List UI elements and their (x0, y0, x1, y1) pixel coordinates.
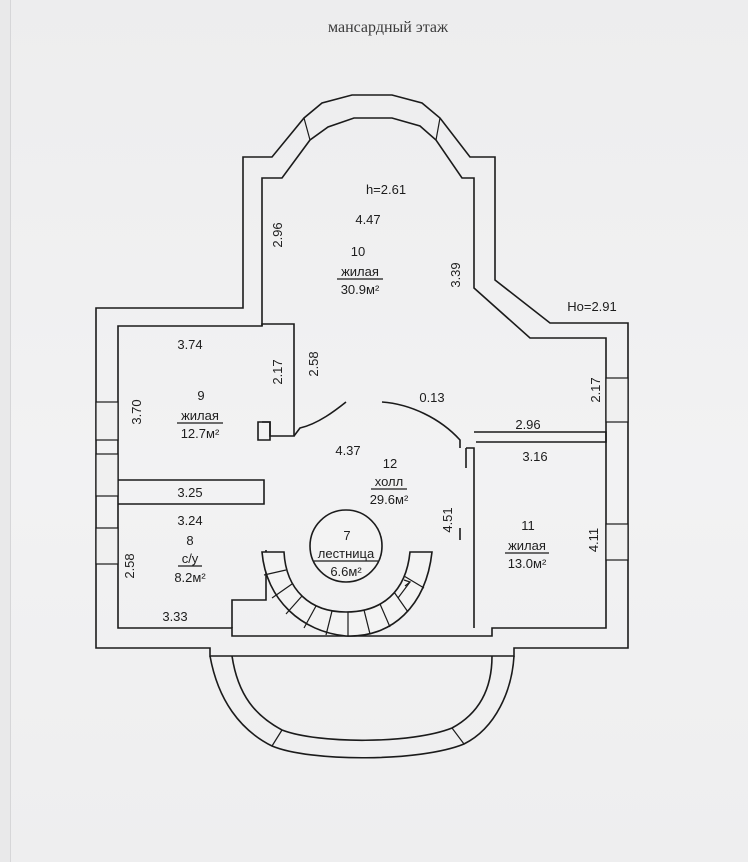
room-number: 9 (197, 388, 204, 403)
window-marks (95, 377, 629, 565)
bay-window-mark (451, 727, 465, 745)
outer-wall-inner (117, 117, 607, 637)
dim-label: 3.16 (522, 449, 547, 464)
room-type: холл (375, 474, 403, 489)
room-number: 8 (186, 533, 193, 548)
top-window-mark (435, 117, 441, 141)
dim-label: 4.11 (586, 528, 601, 552)
room-area: 6.6м² (330, 564, 362, 579)
dim-label: 3.25 (177, 485, 202, 500)
height-side-label: Но=2.91 (567, 299, 617, 314)
dim-label: 3.24 (177, 513, 202, 528)
room-type: лестница (318, 546, 375, 561)
dim-label: 4.51 (440, 507, 455, 532)
room-number: 11 (521, 518, 535, 533)
interior-walls (118, 323, 607, 628)
room-number: 7 (343, 528, 350, 543)
dim-label: 2.58 (122, 553, 137, 578)
drawing-sheet (10, 0, 748, 862)
room-type: с/у (182, 551, 199, 566)
plan-title: мансардный этаж (328, 19, 449, 36)
dim-label: 4.47 (355, 212, 380, 227)
dim-label: 2.96 (515, 417, 540, 432)
room-area: 29.6м² (370, 492, 409, 507)
room-type: жилая (508, 538, 546, 553)
room-area: 30.9м² (341, 282, 380, 297)
staircase (261, 509, 433, 637)
lower-bay-inner (231, 655, 493, 742)
room-area: 12.7м² (181, 426, 220, 441)
room-area: 8.2м² (174, 570, 206, 585)
lower-bay-outer (209, 655, 515, 759)
room-number: 12 (383, 456, 397, 471)
dim-label: 4.37 (335, 443, 360, 458)
room-number: 10 (351, 244, 365, 259)
outer-wall (95, 94, 629, 657)
dim-label: 3.74 (177, 337, 202, 352)
dim-label: 3.39 (448, 262, 463, 287)
top-window-mark (303, 117, 311, 141)
dim-label: 2.96 (270, 222, 285, 247)
dim-label: 2.58 (306, 351, 321, 376)
dim-label: 2.17 (588, 377, 603, 402)
room-area: 13.0м² (508, 556, 547, 571)
dim-label: 0.13 (419, 390, 444, 405)
dim-label: 3.70 (129, 399, 144, 424)
bay-window-mark (271, 729, 283, 747)
dim-label: 3.33 (162, 609, 187, 624)
height-main-label: h=2.61 (366, 182, 406, 197)
room-type: жилая (341, 264, 379, 279)
dim-label: 2.17 (270, 359, 285, 384)
room-type: жилая (181, 408, 219, 423)
